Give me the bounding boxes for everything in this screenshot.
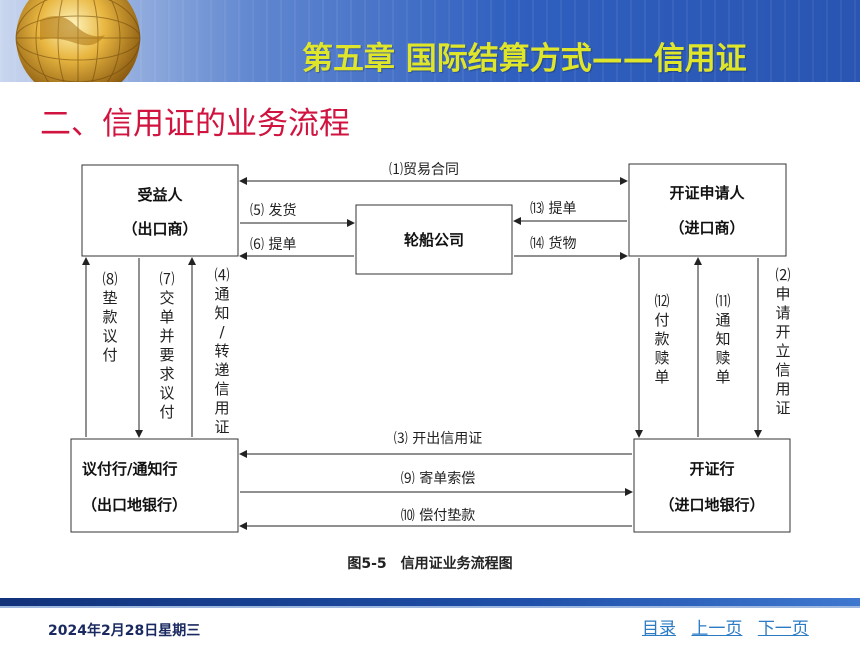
edge-bill-of-lading-left-label: ⑹ 提单 bbox=[250, 237, 296, 253]
edge-issue-lc-label: ⑶ 开出信用证 bbox=[394, 431, 482, 447]
vertical-label-char: 付 bbox=[654, 311, 669, 329]
vertical-label-char: 信 bbox=[775, 361, 790, 379]
nav-next-link[interactable]: 下一页 bbox=[757, 619, 809, 639]
vertical-label-char: 通 bbox=[214, 285, 229, 303]
edge-bill-of-lading-right-label: ⒀ 提单 bbox=[530, 201, 576, 217]
vertical-label-char: 申 bbox=[775, 285, 790, 303]
vertical-label-char: 款 bbox=[654, 330, 669, 348]
edge-reimburse-label: ⑽ 偿付垫款 bbox=[401, 508, 475, 524]
vertical-label-char: ⑷ bbox=[214, 266, 229, 284]
vertical-label-char: 垫 bbox=[102, 289, 117, 307]
vertical-label-char: 证 bbox=[214, 418, 229, 436]
vertical-label-char: 知 bbox=[214, 304, 229, 322]
edge-goods-right: ⒁ 货物 bbox=[514, 235, 628, 260]
node-issuing-bank: 开证行 （进口地银行） bbox=[633, 438, 791, 533]
vertical-label-char: 单 bbox=[159, 308, 174, 326]
node-issuing-bank-line1: 开证行 bbox=[689, 460, 734, 478]
node-shipping: 轮船公司 bbox=[355, 204, 513, 275]
vertical-label-char: ⑿ bbox=[654, 292, 669, 310]
vertical-label-char: 立 bbox=[775, 342, 790, 360]
footer-bar bbox=[0, 598, 860, 606]
vertical-label-char: 款 bbox=[102, 308, 117, 326]
vertical-label-char: 赎 bbox=[654, 349, 669, 367]
vertical-label-char: ⑺ bbox=[159, 270, 174, 288]
header-stripes bbox=[0, 0, 860, 82]
vertical-label-char: 并 bbox=[159, 327, 174, 345]
vertical-label-char: 请 bbox=[775, 304, 790, 322]
section-title: 二、信用证的业务流程 bbox=[40, 106, 350, 142]
vertical-label-char: 要 bbox=[159, 346, 174, 364]
vertical-label-char: 赎 bbox=[715, 349, 730, 367]
vertical-label-char: 交 bbox=[159, 289, 174, 307]
header-banner: 第五章 国际结算方式——信用证 bbox=[0, 0, 860, 82]
flow-diagram: 受益人 （出口商） 开证申请人 （进口商） 轮船公司 议付行/通知行 （出口地银… bbox=[70, 162, 791, 533]
vertical-label-char: 信 bbox=[214, 380, 229, 398]
vertical-label-char: 开 bbox=[775, 323, 790, 341]
edge-bill-of-lading-left: ⑹ 提单 bbox=[239, 237, 354, 260]
nav-prev-link[interactable]: 上一页 bbox=[691, 619, 743, 639]
edge-issue-lc: ⑶ 开出信用证 bbox=[239, 431, 632, 458]
vertical-label-char: 单 bbox=[715, 368, 730, 386]
node-applicant-line2: （进口商） bbox=[669, 219, 744, 237]
vertical-label-char: 单 bbox=[654, 368, 669, 386]
edge-send-docs: ⑼ 寄单索偿 bbox=[240, 470, 633, 496]
vertical-label-char: 议 bbox=[159, 384, 174, 402]
vertical-label-char: 通 bbox=[715, 311, 730, 329]
vertical-label-char: 用 bbox=[775, 380, 790, 398]
edge-trade-contract: ⑴贸易合同 bbox=[239, 162, 628, 185]
edge-goods-right-label: ⒁ 货物 bbox=[530, 235, 576, 252]
vertical-label-char: 转 bbox=[214, 342, 229, 360]
node-negotiating-bank: 议付行/通知行 （出口地银行） bbox=[70, 438, 239, 533]
footer-nav: 目录 上一页 下一页 bbox=[642, 614, 809, 639]
footer-bar-accent bbox=[0, 606, 860, 608]
node-applicant: 开证申请人 （进口商） bbox=[628, 163, 787, 257]
vertical-label-char: 议 bbox=[102, 327, 117, 345]
node-beneficiary-line1: 受益人 bbox=[137, 186, 183, 204]
vertical-label-char: 求 bbox=[159, 365, 174, 383]
node-beneficiary: 受益人 （出口商） bbox=[81, 164, 239, 257]
vertical-label-char: 递 bbox=[214, 361, 229, 379]
edge-bill-of-lading-right: ⒀ 提单 bbox=[513, 201, 627, 225]
edge-reimburse: ⑽ 偿付垫款 bbox=[239, 508, 632, 530]
node-negotiating-bank-line2: （出口地银行） bbox=[82, 496, 187, 514]
node-applicant-line1: 开证申请人 bbox=[669, 184, 745, 202]
vertical-label-char: 用 bbox=[214, 399, 229, 417]
diagram-caption: 图5-5 信用证业务流程图 bbox=[347, 556, 513, 572]
vertical-label-char: 付 bbox=[159, 403, 174, 421]
edge-ship-goods-label: ⑸ 发货 bbox=[250, 202, 296, 219]
nav-contents-link[interactable]: 目录 bbox=[642, 619, 676, 639]
chapter-title: 第五章 国际结算方式——信用证 bbox=[302, 41, 747, 77]
vertical-label-char: 付 bbox=[102, 346, 117, 364]
node-negotiating-bank-line1: 议付行/通知行 bbox=[82, 460, 177, 478]
edge-ship-goods: ⑸ 发货 bbox=[240, 202, 355, 227]
node-beneficiary-line2: （出口商） bbox=[122, 220, 197, 238]
footer-date: 2024年2月28日星期三 bbox=[48, 623, 201, 639]
vertical-label-char: 知 bbox=[715, 330, 730, 348]
node-issuing-bank-line2: （进口地银行） bbox=[659, 496, 764, 514]
vertical-label-char: / bbox=[219, 323, 225, 341]
node-shipping-line1: 轮船公司 bbox=[404, 231, 464, 249]
vertical-label-char: ⑾ bbox=[715, 292, 730, 310]
edge-trade-contract-label: ⑴贸易合同 bbox=[389, 162, 459, 178]
vertical-label-char: ⑻ bbox=[102, 270, 117, 288]
edge-send-docs-label: ⑼ 寄单索偿 bbox=[401, 470, 475, 487]
globe-icon bbox=[15, 0, 141, 82]
vertical-label-char: 证 bbox=[775, 399, 790, 417]
vertical-label-char: ⑵ bbox=[775, 266, 790, 284]
